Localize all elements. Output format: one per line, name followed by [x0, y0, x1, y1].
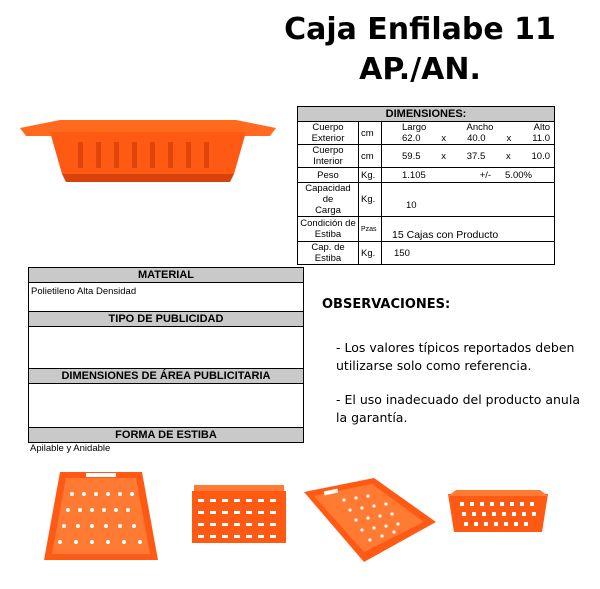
exterior-values: Largo Ancho Alto 62.0 x 40.0 x 11.0	[381, 121, 555, 145]
area-publicitaria-value	[28, 384, 304, 428]
exterior-label-2: Exterior	[311, 133, 345, 144]
dimensions-header: DIMENSIONES:	[297, 106, 555, 122]
tipo-publicidad-header: TIPO DE PUBLICIDAD	[28, 312, 304, 327]
header-alto: Alto	[533, 122, 550, 133]
observaciones-title: OBSERVACIONES:	[322, 297, 451, 312]
area-publicitaria-header: DIMENSIONES DE ÁREA PUBLICITARIA	[28, 368, 304, 384]
condicion-label-1: Condición de	[300, 218, 356, 229]
interior-ancho: 37.5	[466, 150, 486, 162]
condicion-unit: Pzas	[358, 216, 382, 242]
interior-label-1: Cuerpo	[312, 145, 344, 156]
exterior-alto: 11.0	[532, 133, 550, 144]
crate-front-view-image	[448, 490, 548, 532]
cap-estiba-unit: Kg.	[358, 241, 382, 265]
header-ancho: Ancho	[466, 122, 494, 133]
forma-estiba-header: FORMA DE ESTIBA	[28, 428, 304, 443]
observaciones-item-1: - Los valores típicos reportados deben u…	[336, 340, 575, 373]
material-header: MATERIAL	[28, 267, 304, 283]
interior-values: 59.5 x 37.5 x 10.0	[381, 144, 555, 168]
condicion-label-2: Estiba	[314, 229, 342, 240]
capacidad-label-1: Capacidad de	[305, 183, 351, 205]
crate-stacked-view-image	[192, 485, 286, 543]
crate-angle-view-image	[44, 472, 158, 560]
product-title-line2: AP./AN.	[359, 52, 481, 87]
capacidad-label-2: Carga	[315, 205, 341, 216]
crate-top-angle-image	[304, 478, 436, 562]
condicion-values: 15 Cajas con Producto	[381, 216, 555, 242]
times-sign: x	[506, 150, 511, 162]
times-sign: x	[506, 133, 512, 144]
interior-largo: 59.5	[402, 150, 421, 162]
crate-side-view-image	[20, 120, 276, 182]
peso-value: 1.105	[402, 169, 426, 181]
peso-values: 1.105 +/- 5.00%	[381, 167, 555, 183]
forma-estiba-value: Apilable y Anidable	[30, 443, 111, 454]
times-sign: x	[441, 133, 447, 144]
interior-unit: cm	[358, 144, 382, 168]
tipo-publicidad-value	[28, 327, 304, 368]
peso-tolerance: 5.00%	[505, 169, 532, 181]
observaciones-item-2: - El uso inadecuado del producto anula l…	[336, 392, 580, 425]
capacidad-unit: Kg.	[358, 182, 382, 217]
times-sign: x	[441, 150, 446, 162]
header-largo: Largo	[402, 122, 427, 133]
interior-alto: 10.0	[531, 150, 551, 162]
condicion-text: Cajas con Producto	[406, 229, 499, 241]
interior-label-2: Interior	[313, 156, 343, 167]
capacidad-value: 10	[406, 200, 417, 211]
product-title-line1: Caja Enfilabe 11	[284, 12, 556, 47]
exterior-largo: 62.0	[402, 133, 421, 144]
exterior-label-1: Cuerpo	[312, 122, 344, 133]
capacidad-values: 10	[381, 182, 555, 217]
peso-unit: Kg.	[358, 167, 382, 183]
exterior-ancho: 40.0	[467, 133, 486, 144]
peso-tolerance-sign: +/-	[479, 169, 492, 181]
cap-estiba-label: Cap. de Estiba	[297, 241, 359, 265]
exterior-unit: cm	[358, 121, 382, 145]
material-value: Polietileno Alta Densidad	[28, 283, 304, 312]
material-table: MATERIAL Polietileno Alta Densidad TIPO …	[28, 267, 304, 454]
cap-estiba-value: 150	[394, 247, 410, 259]
condicion-value: 15	[392, 229, 404, 241]
cap-estiba-values: 150	[381, 241, 555, 265]
peso-label: Peso	[297, 167, 359, 183]
